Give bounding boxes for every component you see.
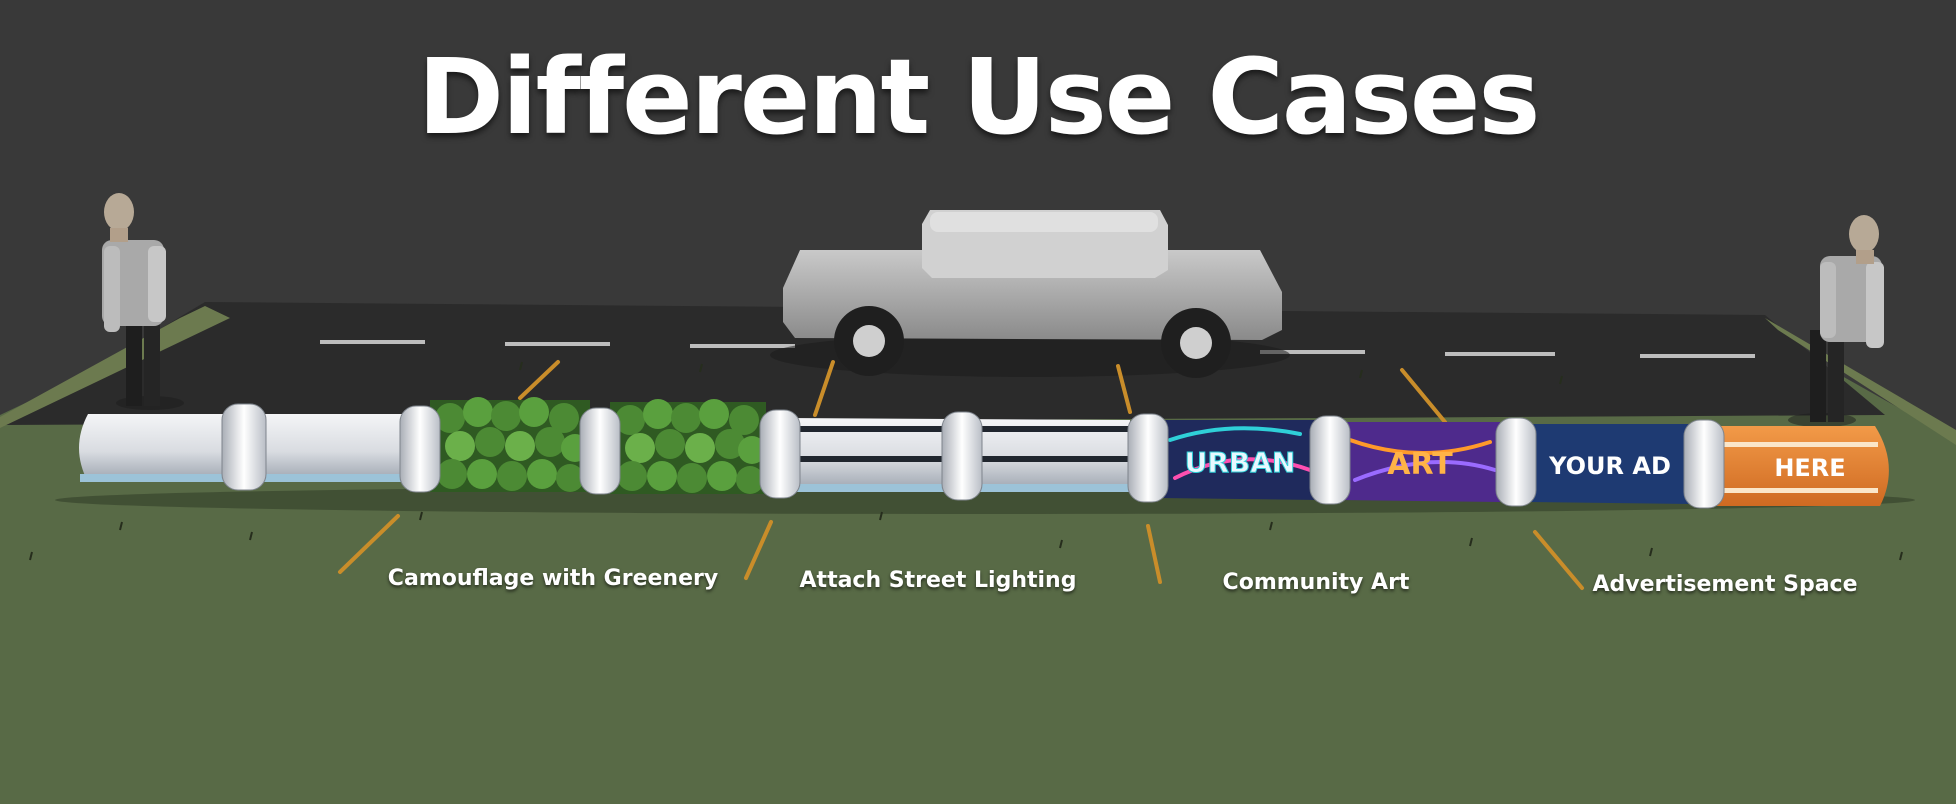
your-ad-panel-text: YOUR AD	[1548, 452, 1671, 480]
graffiti-art-lines	[1168, 426, 1497, 482]
tube-joint-rings	[221, 403, 1725, 509]
lane-markings	[320, 340, 1755, 358]
use-case-label-community-art: Community Art	[1222, 570, 1410, 595]
use-case-label-street-lighting: Attach Street Lighting	[799, 568, 1077, 593]
person-figure-left	[102, 193, 184, 410]
upper-pointer-lines	[518, 360, 1447, 424]
person-figure-right	[1788, 215, 1884, 427]
lower-pointer-lines	[338, 514, 1584, 590]
art-panel-text: ART	[1387, 447, 1453, 482]
here-panel-text: HERE	[1774, 454, 1845, 482]
urban-panel-text: URBAN	[1185, 446, 1296, 479]
page-title: Different Use Cases	[417, 36, 1541, 158]
use-case-label-advertisement: Advertisement Space	[1592, 572, 1858, 597]
use-case-label-greenery: Camouflage with Greenery	[387, 566, 719, 591]
car-model	[770, 210, 1290, 378]
grass-tufts	[29, 361, 1903, 561]
